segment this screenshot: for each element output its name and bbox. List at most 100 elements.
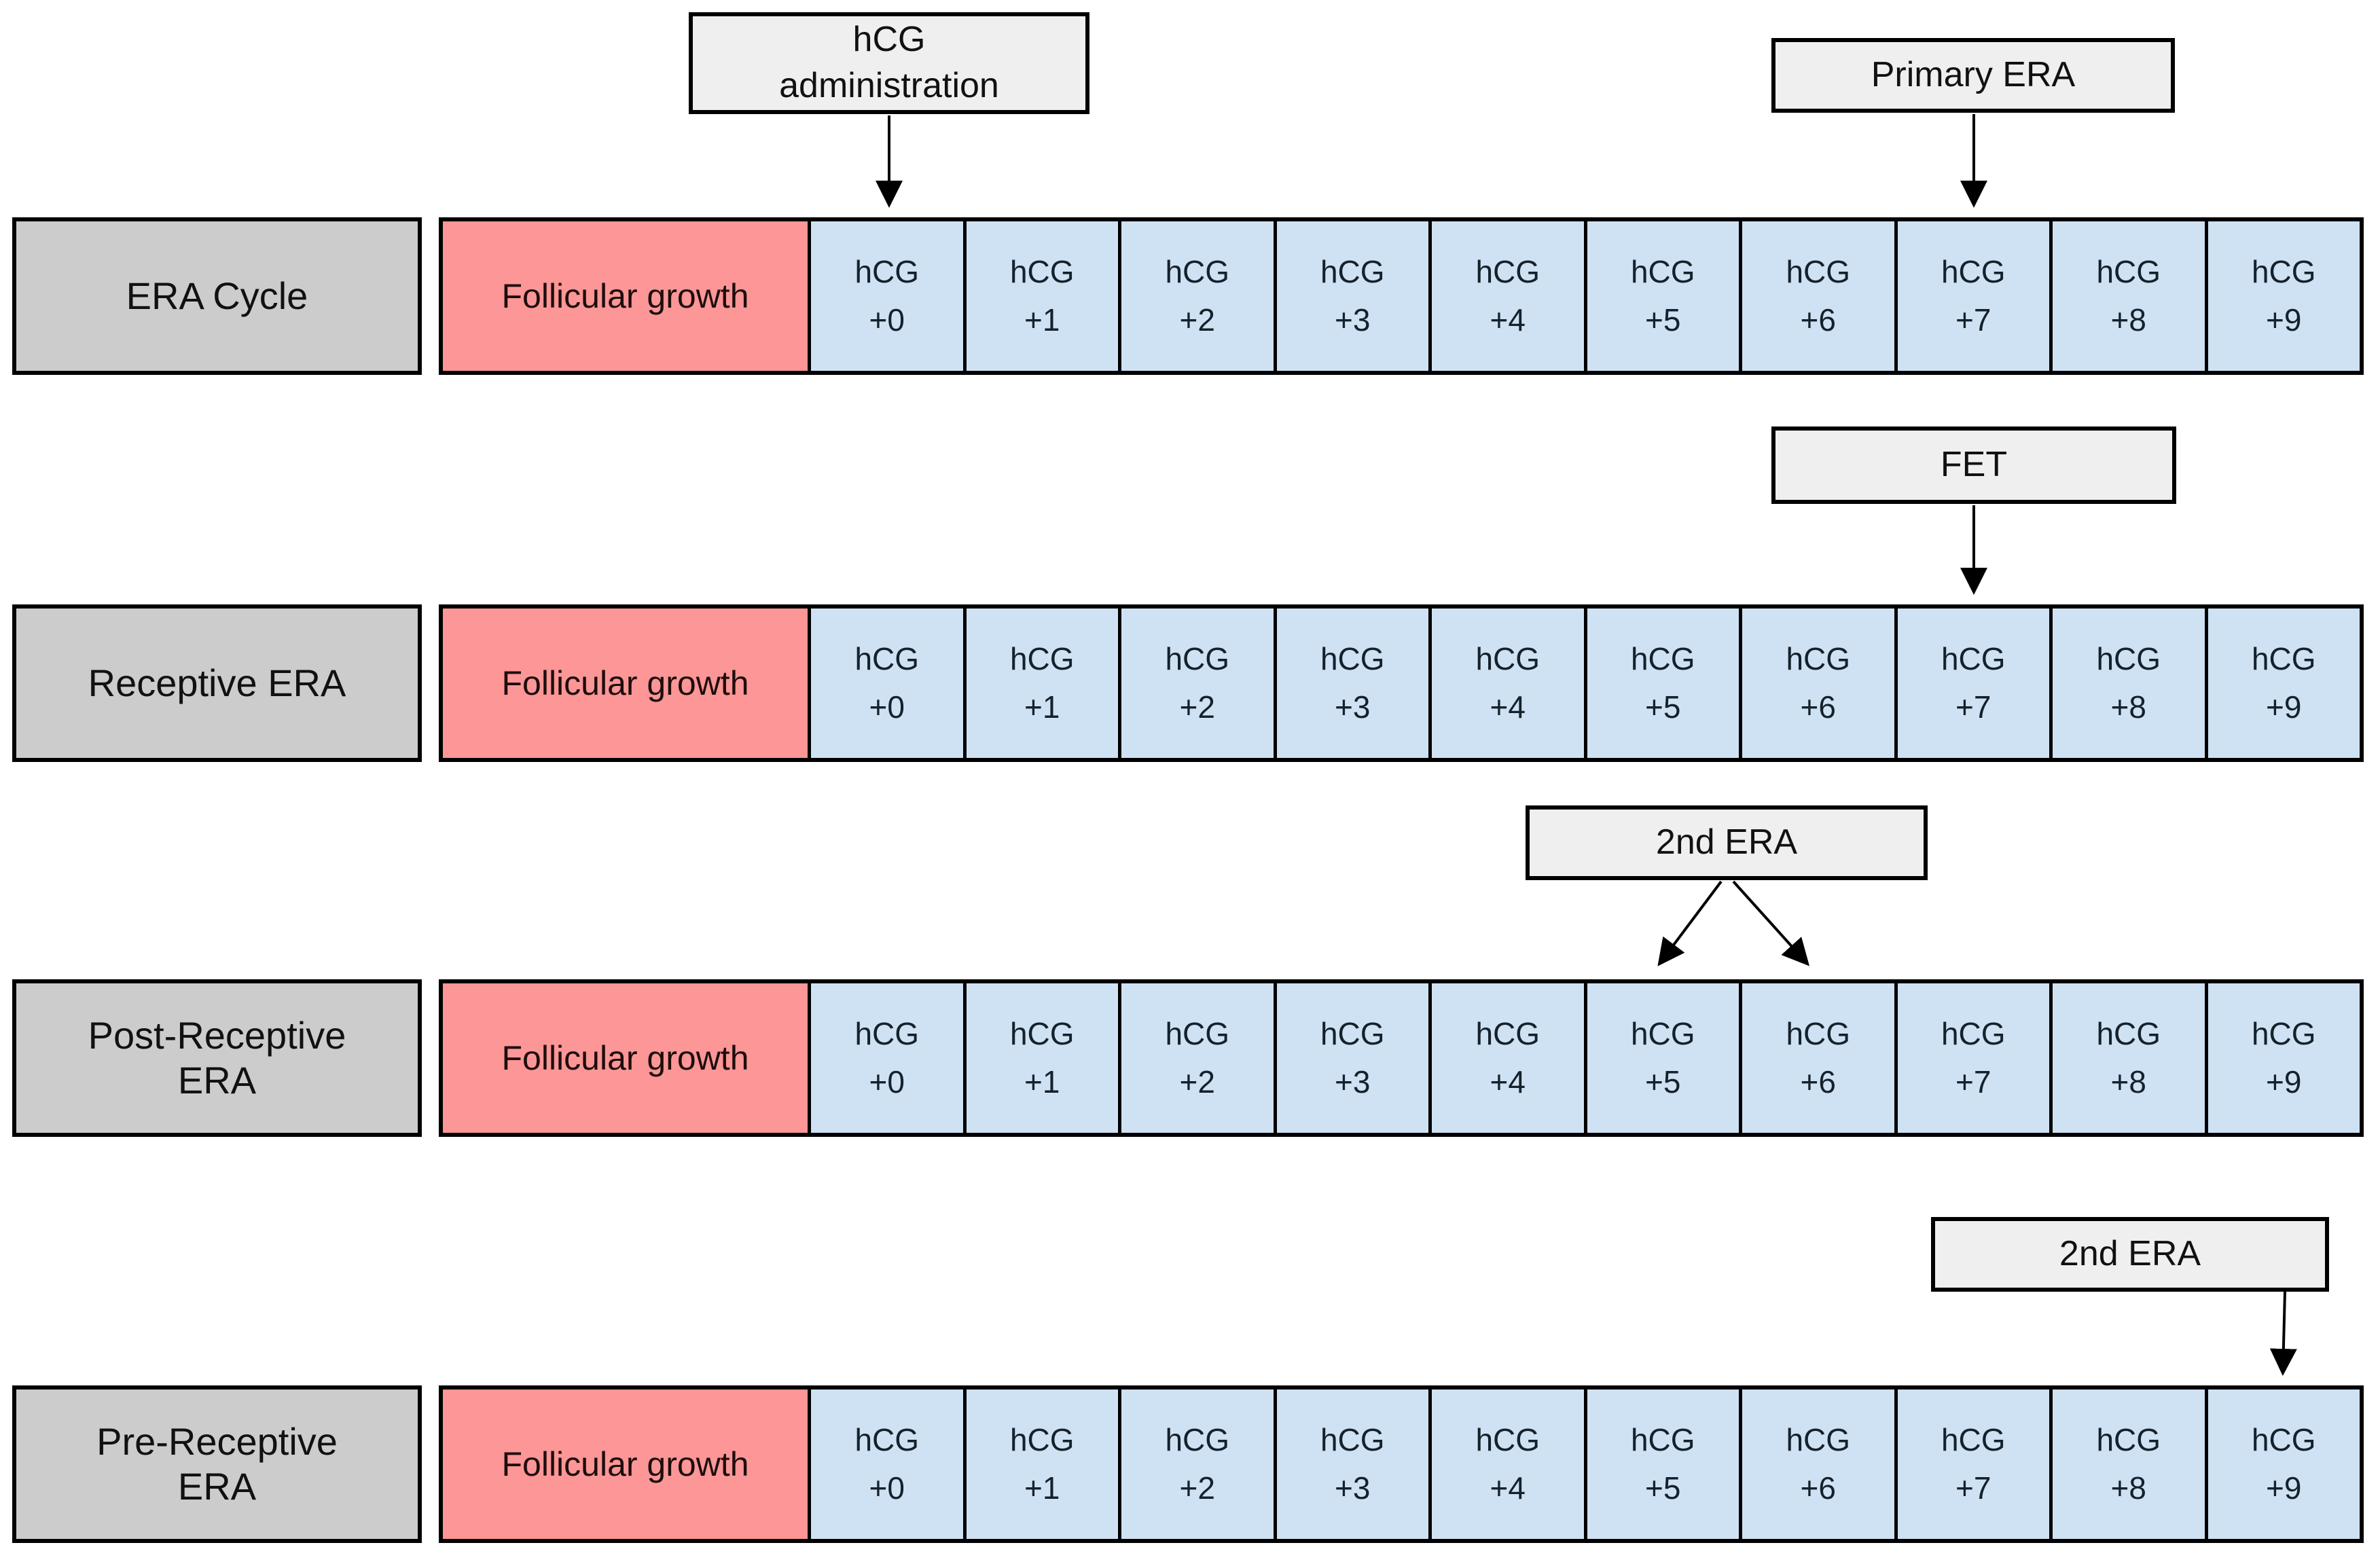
day-cell: hCG +1	[962, 221, 1118, 371]
row-label-line: ERA	[177, 1059, 257, 1102]
day-cell: hCG +9	[2204, 221, 2360, 371]
day-cell-offset: +9	[2266, 1064, 2302, 1100]
callout-second-era-post-receptive: 2nd ERA	[1526, 805, 1928, 880]
day-cell-prefix: hCG	[1941, 640, 2006, 676]
row-label-line: ERA Cycle	[126, 274, 308, 317]
day-cell-prefix: hCG	[1165, 1421, 1230, 1457]
callout-label-line: FET	[1940, 445, 2008, 485]
day-cell: hCG +3	[1273, 983, 1428, 1133]
day-cell-prefix: hCG	[2251, 1015, 2316, 1051]
day-cell-offset: +0	[869, 1064, 905, 1100]
day-cell: hCG +8	[2049, 221, 2205, 371]
arrow-second-era-post-left	[1657, 880, 1723, 966]
day-cell-prefix: hCG	[1009, 1421, 1075, 1457]
day-cell: hCG +6	[1739, 221, 1894, 371]
day-cell: hCG +6	[1739, 609, 1894, 758]
row-label-line: Receptive ERA	[88, 661, 346, 704]
day-cell-prefix: hCG	[1009, 1015, 1075, 1051]
day-cell-prefix: hCG	[1786, 253, 1851, 289]
callout-label-line: 2nd ERA	[2059, 1234, 2201, 1274]
day-cell-offset: +6	[1800, 1470, 1836, 1506]
arrow-second-era-pre	[2269, 1291, 2297, 1376]
day-cell: hCG +4	[1428, 221, 1584, 371]
day-cell-prefix: hCG	[1320, 253, 1385, 289]
day-cell-offset: +2	[1179, 1470, 1215, 1506]
day-cell: hCG +7	[1894, 609, 2049, 758]
day-cell-offset: +9	[2266, 302, 2302, 338]
row-label-line: ERA	[177, 1465, 257, 1508]
day-cell-offset: +5	[1645, 1064, 1681, 1100]
day-cell-offset: +4	[1490, 689, 1526, 725]
day-cell-prefix: hCG	[1009, 640, 1075, 676]
day-cell-prefix: hCG	[1475, 640, 1540, 676]
day-cell-prefix: hCG	[1475, 1015, 1540, 1051]
day-cell-prefix: hCG	[1941, 253, 2006, 289]
day-cell: hCG +7	[1894, 221, 2049, 371]
day-cell: hCG +0	[808, 1390, 963, 1539]
day-cell-offset: +3	[1335, 1470, 1371, 1506]
callout-label-line: Primary ERA	[1871, 55, 2076, 95]
day-cell: hCG +1	[962, 609, 1118, 758]
callout-label-line: 2nd ERA	[1655, 822, 1798, 862]
day-cell: hCG +7	[1894, 983, 2049, 1133]
day-cell-offset: +2	[1179, 302, 1215, 338]
day-cell-offset: +3	[1335, 689, 1371, 725]
callout-label-line: hCG	[852, 20, 926, 60]
day-cell-prefix: hCG	[854, 640, 920, 676]
callout-second-era-pre-receptive: 2nd ERA	[1931, 1217, 2329, 1292]
day-cell-offset: +0	[869, 689, 905, 725]
row-label-era-cycle: ERA Cycle	[12, 217, 422, 375]
day-cell-prefix: hCG	[2096, 1421, 2161, 1457]
day-cell-prefix: hCG	[2096, 1015, 2161, 1051]
callout-label-line: administration	[779, 66, 999, 105]
day-cell-prefix: hCG	[2251, 640, 2316, 676]
day-cell-offset: +1	[1024, 1470, 1060, 1506]
arrow-second-era-post-right	[1732, 880, 1810, 966]
day-cell-offset: +5	[1645, 689, 1681, 725]
callout-primary-era: Primary ERA	[1771, 38, 2175, 113]
day-cell-offset: +2	[1179, 1064, 1215, 1100]
day-cell-prefix: hCG	[1941, 1421, 2006, 1457]
day-cell-offset: +1	[1024, 302, 1060, 338]
day-cell-prefix: hCG	[1009, 253, 1075, 289]
day-cell-prefix: hCG	[1320, 1015, 1385, 1051]
day-cell: hCG +1	[962, 983, 1118, 1133]
day-cell-prefix: hCG	[1630, 253, 1695, 289]
day-cell-offset: +5	[1645, 302, 1681, 338]
day-cell: hCG +2	[1118, 221, 1274, 371]
row-label-line: Pre-Receptive	[96, 1419, 338, 1463]
day-cell: hCG +0	[808, 221, 963, 371]
day-cell-prefix: hCG	[1630, 1015, 1695, 1051]
day-cell-prefix: hCG	[1786, 1421, 1851, 1457]
day-cell: hCG +8	[2049, 983, 2205, 1133]
day-cell: hCG +6	[1739, 983, 1894, 1133]
day-cell-offset: +8	[2110, 689, 2146, 725]
day-cell: hCG +5	[1583, 609, 1739, 758]
day-cell-prefix: hCG	[2096, 253, 2161, 289]
day-cell-prefix: hCG	[1165, 1015, 1230, 1051]
day-cell: hCG +4	[1428, 983, 1584, 1133]
day-cell: hCG +2	[1118, 609, 1274, 758]
day-cell: hCG +3	[1273, 1390, 1428, 1539]
day-cell-prefix: hCG	[1165, 640, 1230, 676]
day-cell-prefix: hCG	[1786, 1015, 1851, 1051]
day-cell-prefix: hCG	[2096, 640, 2161, 676]
day-cell-prefix: hCG	[2251, 253, 2316, 289]
day-cell-offset: +5	[1645, 1470, 1681, 1506]
day-cell-prefix: hCG	[1630, 1421, 1695, 1457]
day-cell-prefix: hCG	[1320, 1421, 1385, 1457]
day-cell-offset: +4	[1490, 302, 1526, 338]
day-cell-offset: +0	[869, 302, 905, 338]
day-cell-offset: +4	[1490, 1064, 1526, 1100]
day-cell-prefix: hCG	[854, 253, 920, 289]
day-cell-offset: +7	[1955, 1470, 1991, 1506]
day-cell: hCG +3	[1273, 609, 1428, 758]
day-cell-prefix: hCG	[1165, 253, 1230, 289]
day-cell: hCG +2	[1118, 1390, 1274, 1539]
day-cell-offset: +4	[1490, 1470, 1526, 1506]
day-cell-offset: +3	[1335, 302, 1371, 338]
day-cell-prefix: hCG	[1630, 640, 1695, 676]
day-cell-prefix: hCG	[2251, 1421, 2316, 1457]
